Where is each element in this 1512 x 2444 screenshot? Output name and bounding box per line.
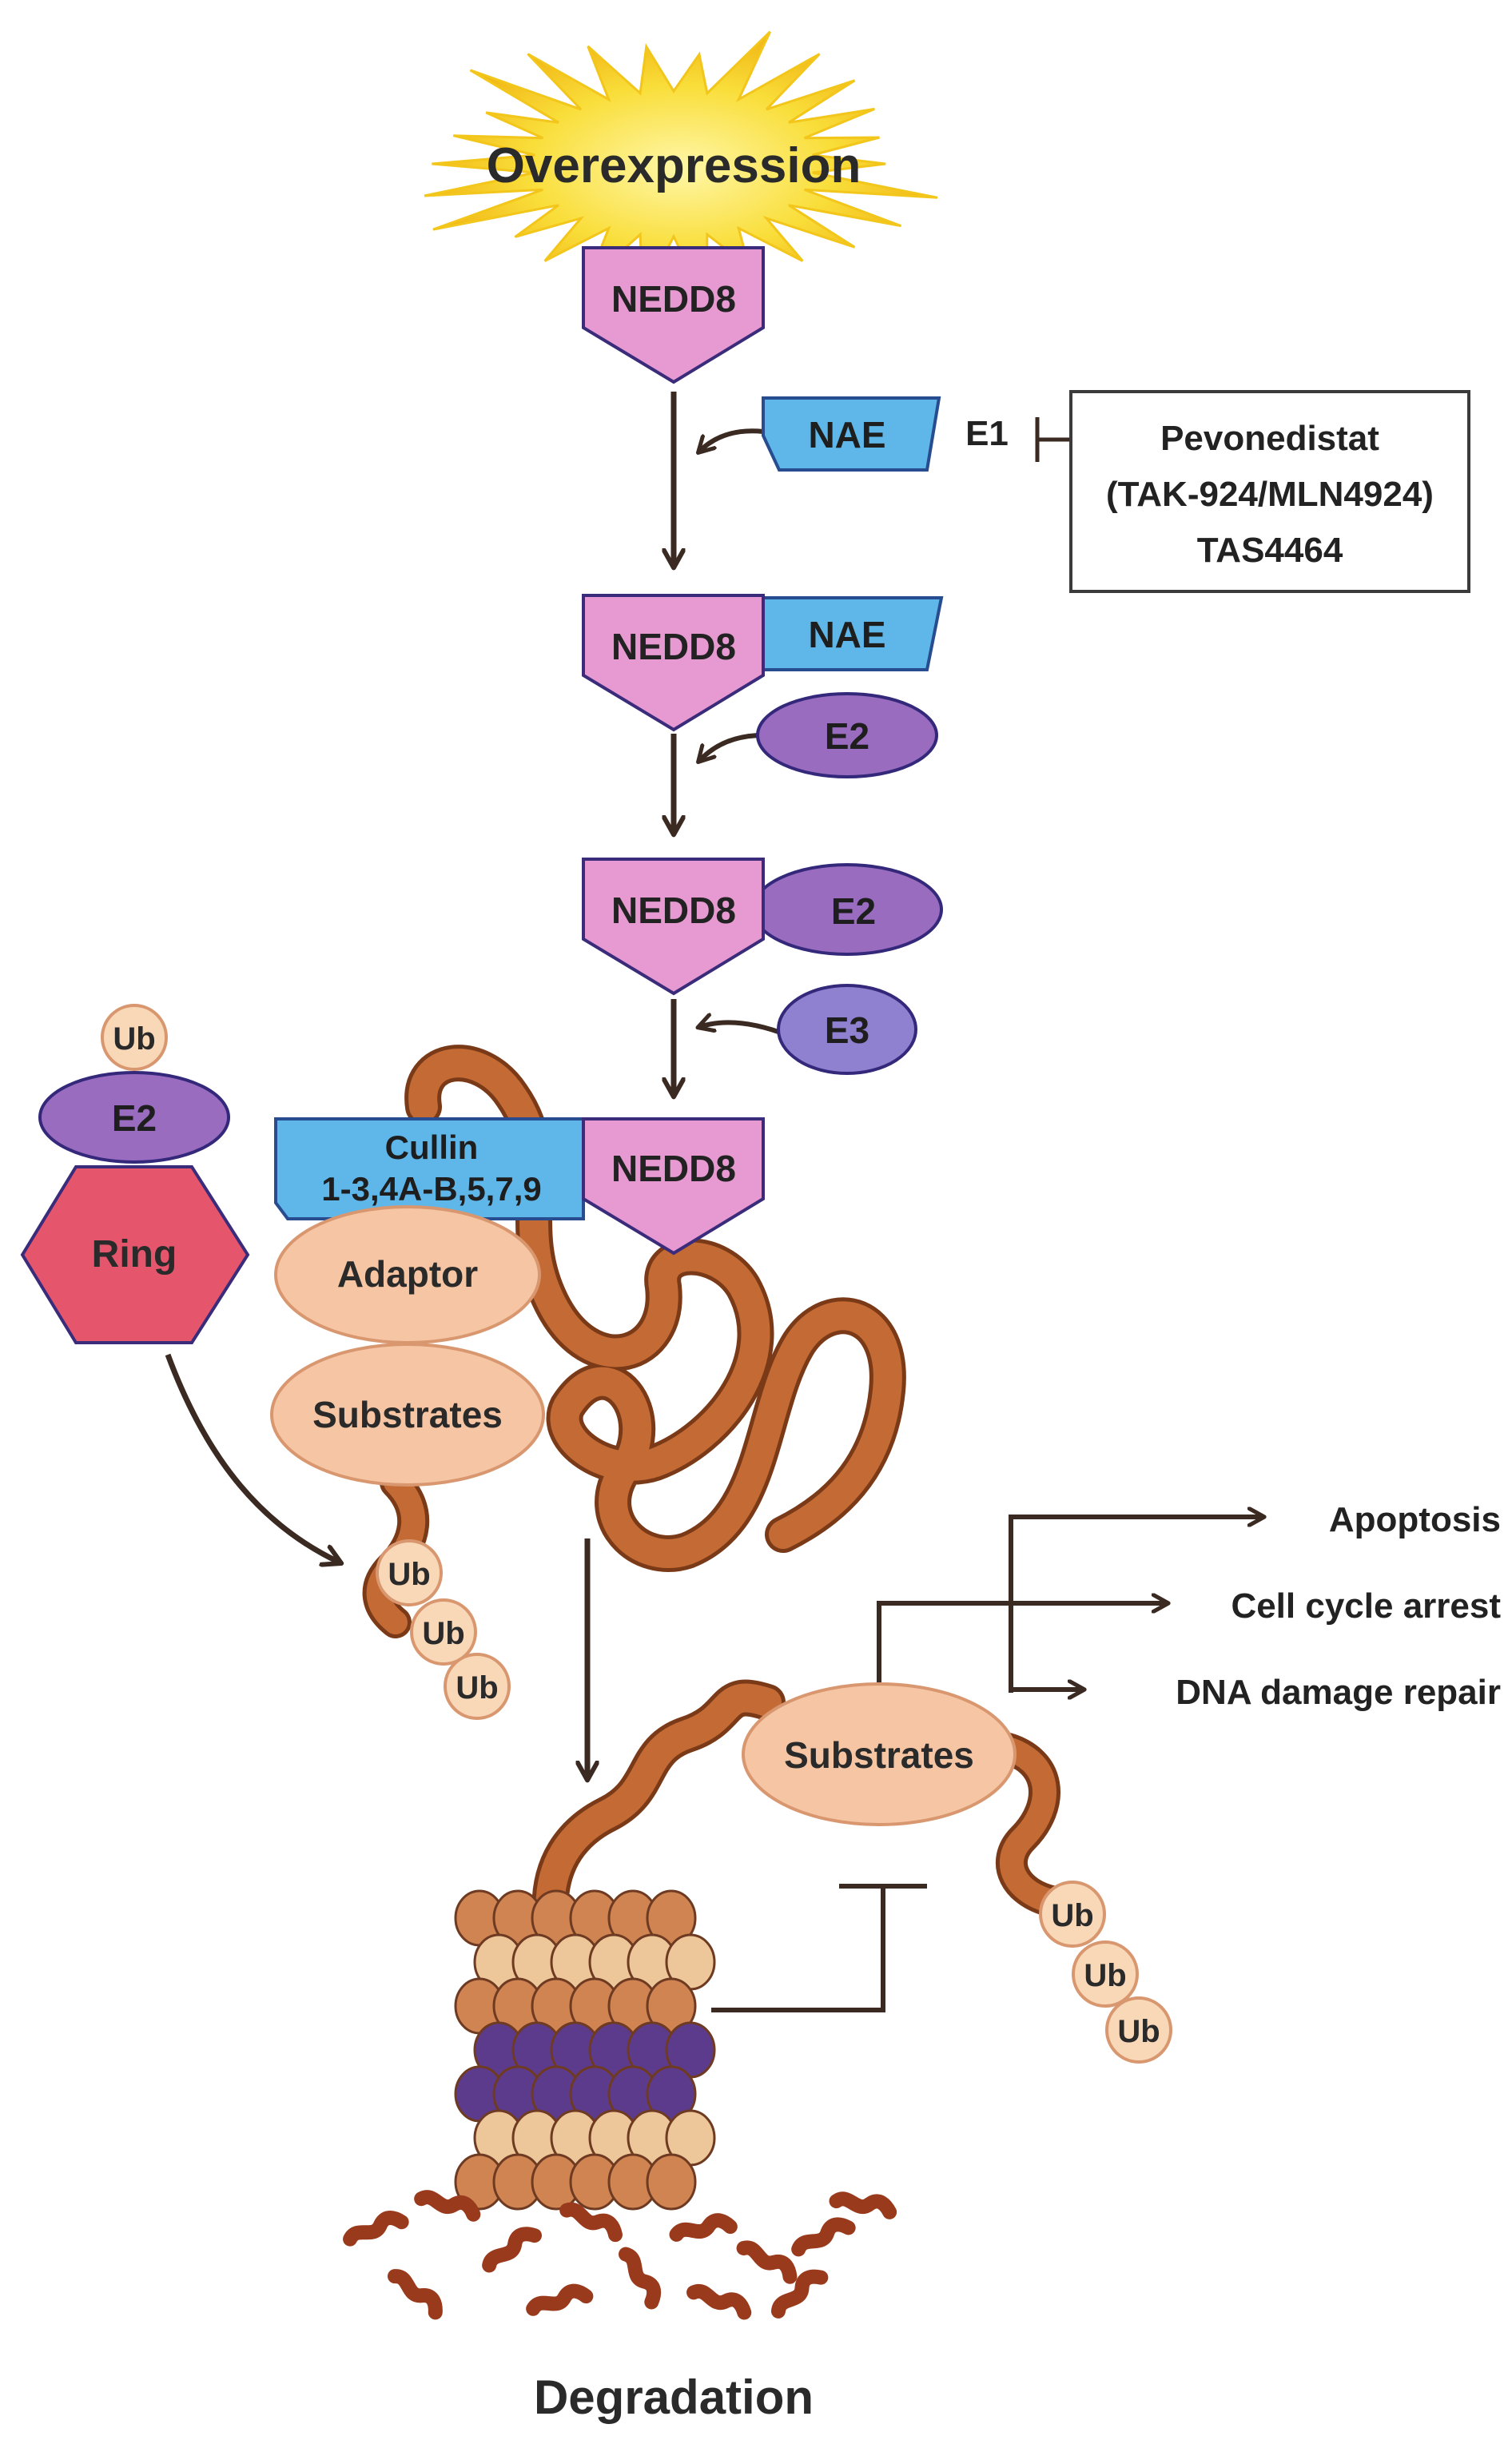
e2-shape [756,692,938,778]
protein-fragment [669,2213,738,2242]
nedd8-shape-2 [582,594,765,732]
protein-fragment [559,2202,623,2243]
nedd8-label-2: NEDD8 [611,626,736,667]
ub-right-1 [1039,1881,1106,1948]
ub-chain-left: Ub Ub Ub [376,1539,511,1720]
inhibitor-line-2: (TAK-924/MLN4924) [1106,475,1434,514]
outcome-arrow-cell-cycle [877,1603,1167,1682]
main-pathway-arrows [587,392,674,1778]
inhibitor-box-frame [1069,390,1470,593]
e3-join-arrow [699,1022,789,1037]
nedd8-nae-complex: NAE NEDD8 [582,594,944,732]
inhibitor-line-1: Pevonedistat [1160,419,1379,458]
nae-shape [762,396,941,472]
cullin-label-1: Cullin [385,1128,479,1166]
nedd8-shape-4 [582,1117,765,1256]
ub-top-shape [101,1004,168,1071]
proteasome [454,1889,716,2211]
e2-free: E2 [756,692,938,778]
overexpression-label: Overexpression [487,138,861,193]
nae-bound-label: NAE [808,614,885,655]
cullin-label-2: 1-3,4A-B,5,7,9 [321,1170,541,1208]
protein-fragment [414,2190,481,2222]
ub-left-3-label: Ub [456,1670,498,1706]
ub-right-3-label: Ub [1117,2014,1160,2049]
ub-top-label: Ub [113,1021,155,1057]
nedd8-label: NEDD8 [611,278,736,320]
substrates-right-label: Substrates [784,1734,974,1776]
ub-right-3 [1105,1996,1172,2064]
ub-left-2-label: Ub [422,1616,464,1651]
ub-right-1-label: Ub [1051,1898,1093,1933]
proteasome-subunit [646,2153,697,2211]
e3-shape [777,984,917,1075]
outcome-arrow-dna-repair [1009,1603,1083,1690]
outcome-apoptosis: Apoptosis [1329,1500,1501,1539]
ub-left-1-label: Ub [388,1557,430,1592]
degradation-fragments [343,2190,897,2320]
e2-label: E2 [825,715,869,757]
proteasome-chain-outline [531,1679,786,1944]
outcome-arrows [877,1517,1263,1693]
nedd8-label-3: NEDD8 [611,890,736,931]
e2-join-arrow [699,733,764,761]
ub-right-2 [1072,1940,1139,2008]
inhibitor-box: Pevonedistat (TAK-924/MLN4924) TAS4464 [1069,390,1470,593]
inhibition-bar [1035,417,1071,462]
nae-label: NAE [808,414,885,456]
outcome-cell-cycle-arrest: Cell cycle arrest [1231,1586,1501,1626]
nae-join-arrow [699,428,764,452]
outcome-labels: Apoptosis Cell cycle arrest DNA damage r… [1176,1500,1501,1712]
ub-left-1 [376,1539,443,1606]
ub-chain-right: Ub Ub Ub [1039,1881,1172,2064]
joining-arrows [699,428,789,1037]
burst-shape [424,30,938,305]
e1-label: E1 [965,414,1009,453]
cullin-complex: Cullin 1-3,4A-B,5,7,9 NEDD8 Adaptor Subs… [270,1117,765,1487]
adaptor-label: Adaptor [337,1253,478,1295]
ub-right-2-label: Ub [1084,1958,1126,1993]
inhibitor-line-3: TAS4464 [1197,531,1343,570]
right-tail [987,1734,1067,1914]
protein-fragment [619,2247,662,2310]
protein-fragment [791,2217,856,2257]
ring-label: Ring [92,1233,177,1276]
e3-free: E3 [777,984,917,1075]
ub-left-3 [444,1653,511,1720]
protein-fragment [526,2283,594,2316]
substrates-left-label: Substrates [312,1394,503,1435]
nae-free: NAE [762,396,941,472]
degradation-label: Degradation [534,2370,814,2424]
protein-fragment [829,2191,897,2219]
substrates-left-shape [270,1343,545,1487]
e2-ring-shape [38,1071,230,1164]
protein-fragment [736,2240,798,2284]
released-substrates: Substrates [742,1682,1017,1826]
nedd8-shape [582,246,765,384]
proteasome-chain [535,1683,782,1940]
protein-fragment [343,2211,409,2247]
protein-fragment [482,2227,542,2273]
nedd8-shape-3 [582,858,765,996]
substrates-right-shape [742,1682,1017,1826]
nedd8-e2-complex: E2 NEDD8 [582,858,943,996]
nedd8-label-4: NEDD8 [611,1148,736,1189]
protein-fragment [387,2269,443,2320]
ring-e3-group: Ub E2 Ring [20,1004,340,1562]
outcome-dna-damage-repair: DNA damage repair [1176,1673,1501,1712]
proteasome-inhibition [711,1884,927,2012]
ring-shape [20,1165,250,1344]
e3-label: E3 [825,1009,869,1051]
protein-fragment [686,2283,752,2320]
e2-bound-label: E2 [831,890,876,932]
nedd8-free: NEDD8 [582,246,765,384]
e2-ring-label: E2 [112,1097,157,1139]
overexpression-burst: Overexpression [424,30,938,305]
ub-left-2 [410,1598,477,1666]
ring-transfer-arrow [165,1353,340,1562]
protein-fragment [770,2269,829,2319]
